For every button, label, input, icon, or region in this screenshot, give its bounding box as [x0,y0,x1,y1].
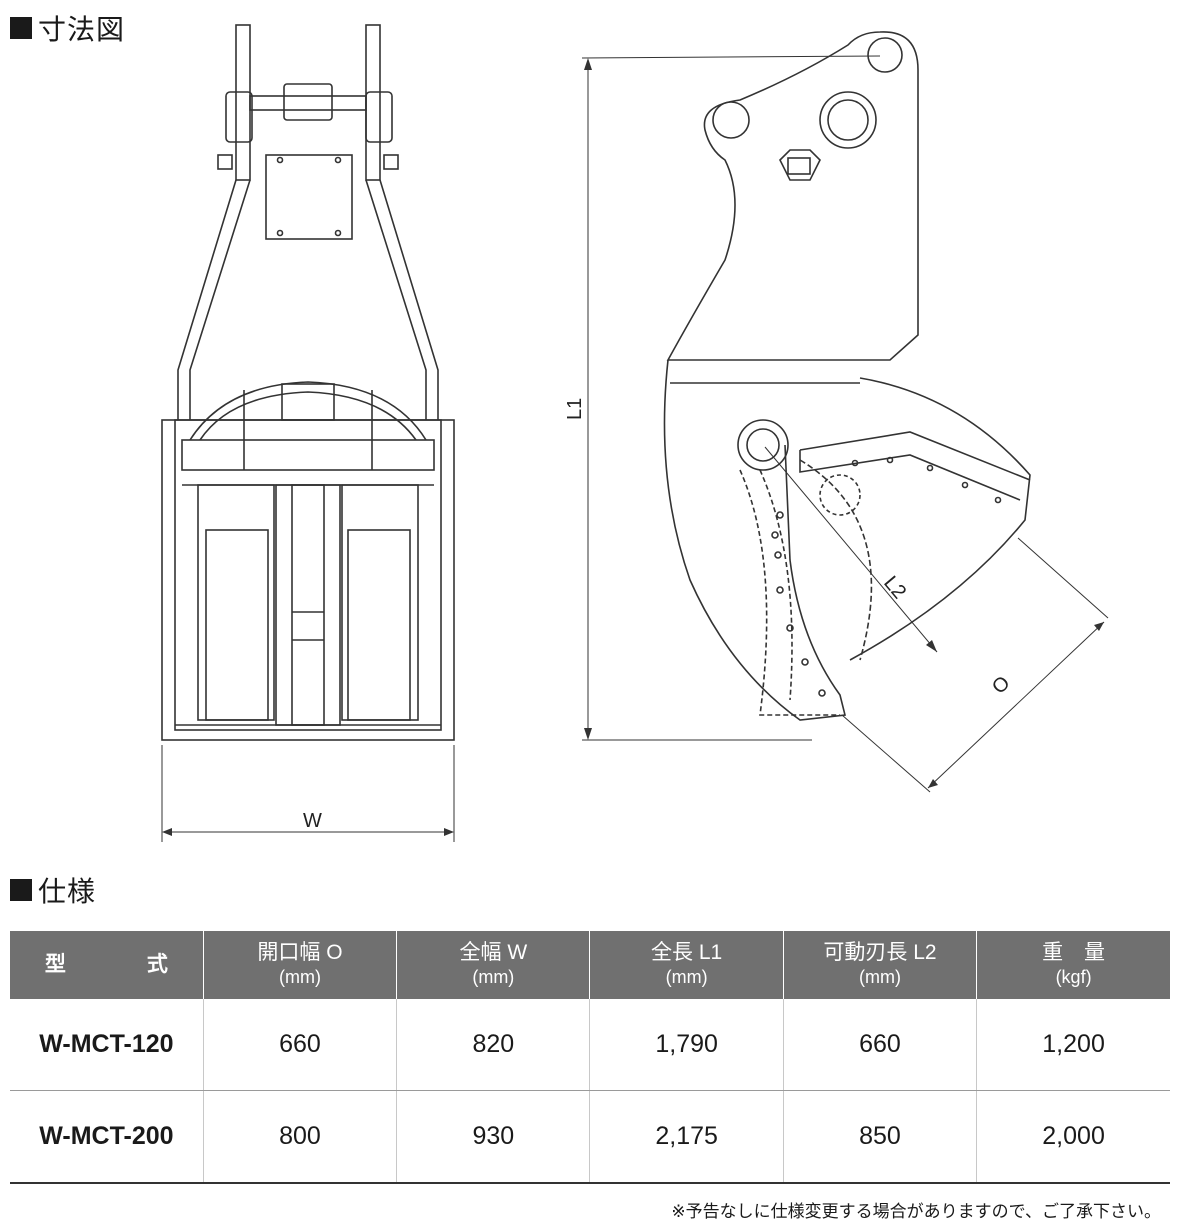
dimension-drawing: W [161,24,1109,842]
spec-section-heading: 仕様 [10,870,96,910]
right-ear [365,24,381,181]
cell-width: 820 [396,999,590,1091]
label-l2: L2 [879,572,910,603]
cell-weight: 2,000 [976,1090,1170,1184]
header-opening: 開口幅 O (mm) [202,931,397,999]
dimension-section-heading: 寸法図 [10,8,125,48]
cell-length: 2,175 [589,1090,784,1184]
square-bullet-icon [10,879,32,901]
cell-length: 1,790 [589,999,784,1091]
label-o: O [988,672,1015,699]
table-header-row: 型 式 開口幅 O (mm) 全幅 W (mm) 全長 L1 (mm) 可動刃長 L2… [10,931,1170,999]
dimension-section-title: 寸法図 [38,13,126,46]
label-l1: L1 [564,398,586,420]
header-label: 可動刃長 L2 [823,941,937,964]
header-unit: (mm) [279,967,321,987]
header-unit: (mm) [472,967,515,987]
header-label: 型 式 [44,953,198,976]
front-view [161,24,455,842]
label-w: W [303,810,322,832]
header-model: 型 式 [10,931,204,999]
top-pin-hole [867,37,903,73]
cell-weight: 1,200 [976,999,1170,1091]
pin-boss [283,83,333,121]
header-label: 全幅 W [459,941,528,964]
header-unit: (mm) [858,967,901,987]
header-label: 重 量 [1042,941,1106,964]
header-length: 全長 L1 (mm) [589,931,784,999]
mount-plate [265,154,353,240]
moving-jaw [849,377,1031,661]
table-row: W-MCT-120 660 820 1,790 660 1,200 [10,999,1170,1091]
header-unit: (kgf) [1055,967,1092,987]
left-ear [235,24,251,181]
bracket-body [666,31,919,361]
header-label: 開口幅 O [257,941,343,964]
spec-table: 型 式 開口幅 O (mm) 全幅 W (mm) 全長 L1 (mm) 可動刃長 L2… [10,931,1170,1184]
cell-blade-length: 850 [782,1090,977,1184]
square-bullet-icon [10,17,32,39]
spec-section-title: 仕様 [38,875,97,908]
header-blade-length: 可動刃長 L2 (mm) [782,931,977,999]
side-view [581,31,1109,793]
fixed-jaw [663,359,846,721]
cell-blade-length: 660 [782,999,977,1091]
cell-opening: 800 [202,1090,397,1184]
header-unit: (mm) [665,967,708,987]
header-label: 全長 L1 [651,941,723,964]
cell-model: W-MCT-120 [10,999,204,1091]
disclaimer-note: ※予告なしに仕様変更する場合がありますので、ご了承下さい。 [671,1202,1161,1222]
cell-model: W-MCT-200 [10,1090,204,1184]
header-width: 全幅 W (mm) [396,931,590,999]
cell-opening: 660 [202,999,397,1091]
header-weight: 重 量 (kgf) [976,931,1170,999]
cell-width: 930 [396,1090,590,1184]
table-row: W-MCT-200 800 930 2,175 850 2,000 [10,1090,1170,1184]
